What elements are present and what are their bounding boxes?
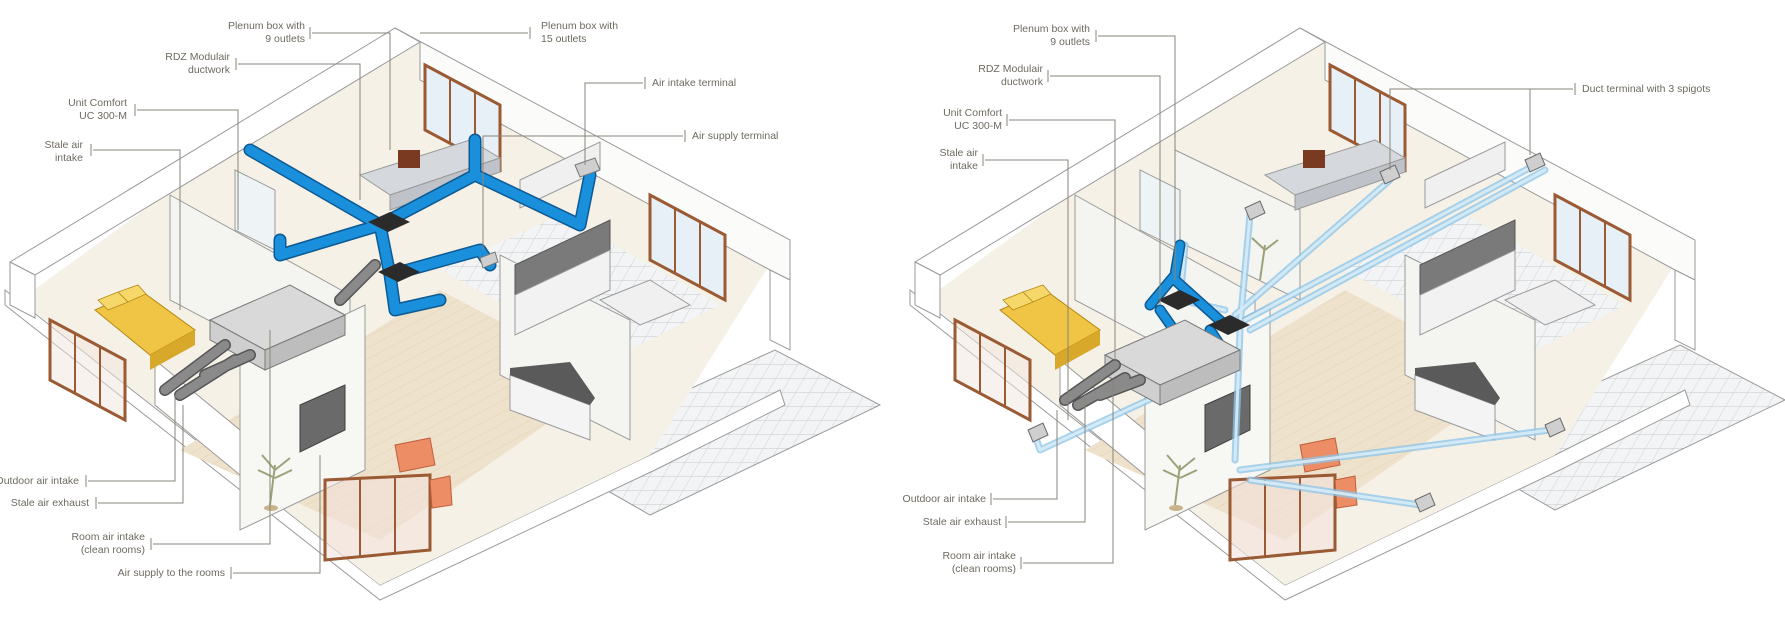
label-right-duct-terminal: Duct terminal with 3 spigots — [1582, 83, 1711, 95]
label-left-unit: Unit Comfort UC 300-M — [68, 97, 127, 122]
left-exhaust-ducts — [159, 259, 381, 401]
left-house — [4, 27, 882, 601]
left-slab — [4, 288, 786, 601]
right-duct-terminals — [1027, 152, 1566, 513]
label-left-air-supply-terminal: Air supply terminal — [692, 130, 779, 142]
label-right-ductwork: RDZ Modulair ductwork — [978, 63, 1043, 88]
label-right-outdoor-intake: Outdoor air intake — [902, 493, 986, 505]
label-right-room-intake: Room air intake (clean rooms) — [942, 550, 1016, 575]
label-right-plenum-9: Plenum box with 9 outlets — [1012, 23, 1090, 48]
label-left-room-intake: Room air intake (clean rooms) — [71, 531, 145, 556]
label-left-stale-intake: Stale air intake — [44, 139, 83, 164]
right-windows — [1328, 62, 1632, 303]
label-left-air-supply: Air supply to the rooms — [117, 567, 225, 579]
label-left-stale-exhaust: Stale air exhaust — [10, 497, 89, 509]
label-right-stale-exhaust: Stale air exhaust — [922, 516, 1001, 528]
leader-lines — [85, 27, 1576, 579]
label-left-outdoor-intake: Outdoor air intake — [0, 475, 79, 487]
right-house — [909, 27, 1785, 601]
label-left-ductwork: RDZ Modulair ductwork — [165, 51, 230, 76]
label-right-unit: Unit Comfort UC 300-M — [943, 107, 1002, 132]
label-left-air-intake-terminal: Air intake terminal — [652, 77, 737, 89]
label-left-plenum-15: Plenum box with 15 outlets — [541, 20, 619, 45]
right-exhaust-ducts — [1059, 359, 1146, 411]
left-plenum-boxes — [368, 212, 420, 282]
label-right-stale-intake: Stale air intake — [939, 147, 978, 172]
label-left-plenum-9: Plenum box with 9 outlets — [227, 20, 305, 45]
